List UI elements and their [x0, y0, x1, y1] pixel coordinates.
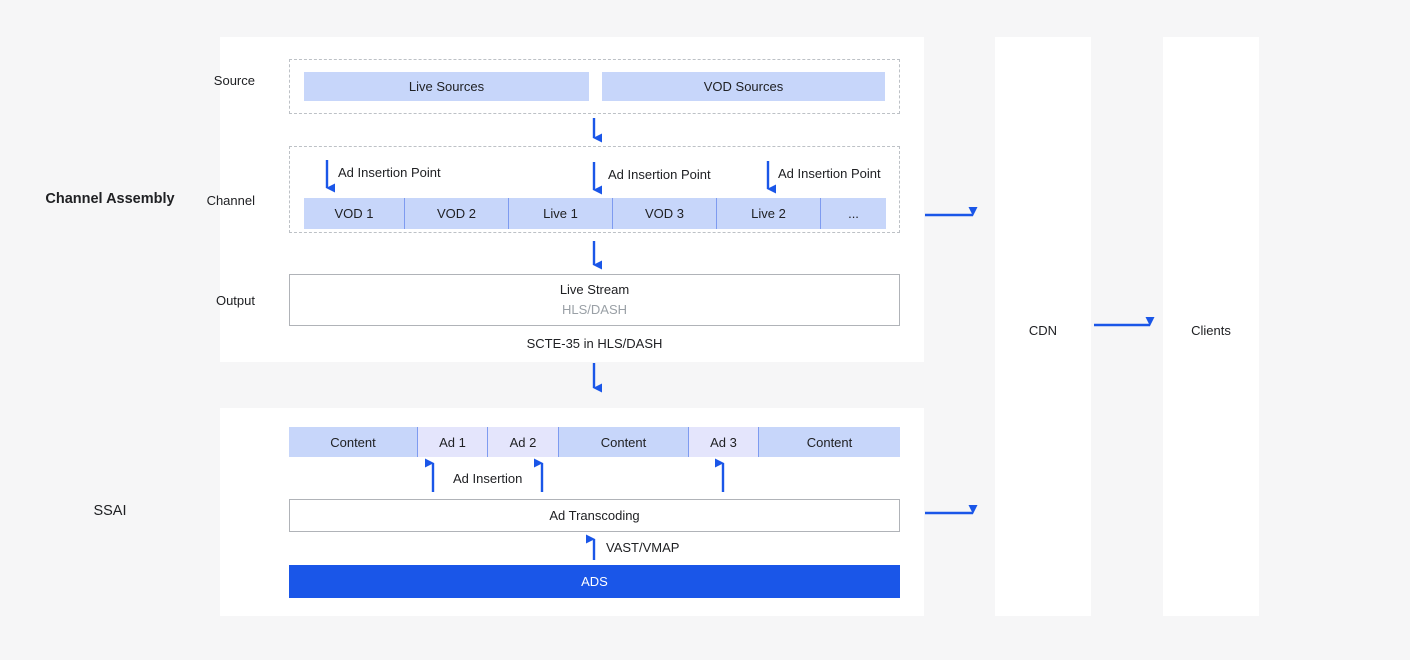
ssai-segment-content[interactable]: Content [289, 427, 418, 457]
ssai-segment-content[interactable]: Content [759, 427, 900, 457]
channel-segment[interactable]: Live 1 [509, 198, 613, 229]
cdn-panel [995, 37, 1091, 616]
channel-group-container [289, 146, 900, 233]
ssai-timeline: Content Ad 1 Ad 2 Content Ad 3 Content [289, 427, 900, 457]
ad-insertion-point-label-1: Ad Insertion Point [338, 165, 441, 180]
output-block[interactable]: Live Stream HLS/DASH [289, 274, 900, 326]
channel-timeline: VOD 1 VOD 2 Live 1 VOD 3 Live 2 ... [304, 198, 886, 229]
output-title: Live Stream [559, 281, 630, 297]
clients-label: Clients [1191, 323, 1231, 338]
row-label-source: Source [213, 73, 255, 88]
row-label-output: Output [215, 293, 255, 308]
source-block-live[interactable]: Live Sources [304, 72, 589, 101]
section-label-ssai: SSAI [93, 503, 127, 519]
ads-block[interactable]: ADS [289, 565, 900, 598]
scte35-caption: SCTE-35 in HLS/DASH [526, 336, 663, 351]
clients-panel [1163, 37, 1259, 616]
source-group-container [289, 59, 900, 114]
channel-segment[interactable]: VOD 2 [405, 198, 509, 229]
ad-insertion-caption: Ad Insertion [453, 471, 523, 486]
output-format: HLS/DASH [561, 302, 628, 317]
ssai-segment-ad[interactable]: Ad 1 [418, 427, 488, 457]
ad-transcoding-block[interactable]: Ad Transcoding [289, 499, 900, 532]
source-block-vod[interactable]: VOD Sources [602, 72, 885, 101]
ad-transcoding-label: Ad Transcoding [549, 508, 640, 523]
ad-insertion-point-label-3: Ad Insertion Point [778, 166, 881, 181]
ad-insertion-point-label-2: Ad Insertion Point [608, 167, 711, 182]
channel-segment[interactable]: Live 2 [717, 198, 821, 229]
ssai-segment-content[interactable]: Content [559, 427, 689, 457]
vast-vmap-caption: VAST/VMAP [606, 540, 680, 555]
channel-segment[interactable]: VOD 1 [304, 198, 405, 229]
section-label-channel-assembly: Channel Assembly [45, 191, 175, 207]
channel-segment[interactable]: VOD 3 [613, 198, 717, 229]
ssai-segment-ad[interactable]: Ad 3 [689, 427, 759, 457]
ssai-segment-ad[interactable]: Ad 2 [488, 427, 559, 457]
channel-segment-overflow[interactable]: ... [821, 198, 886, 229]
row-label-channel: Channel [206, 193, 255, 208]
cdn-label: CDN [1028, 323, 1058, 338]
